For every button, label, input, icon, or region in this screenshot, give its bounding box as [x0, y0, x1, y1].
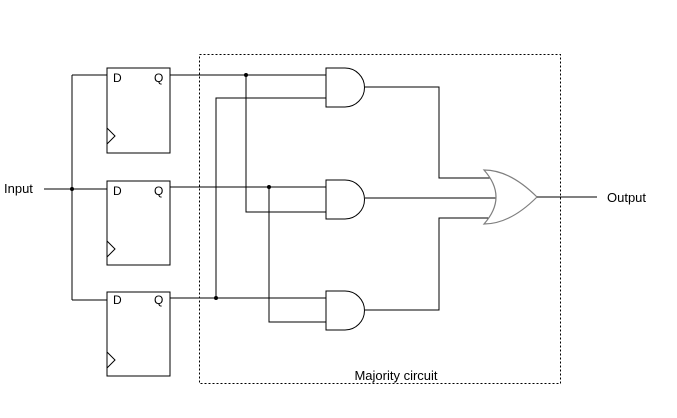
input-label: Input: [4, 181, 33, 196]
output-label: Output: [607, 190, 646, 205]
flip-flop-1: D Q: [106, 67, 171, 154]
majority-circuit-boundary: [199, 54, 561, 384]
q2-to-and3-wire: [268, 187, 326, 323]
q2-junction: [267, 185, 271, 189]
and-gate-1: [325, 67, 365, 108]
flip-flop-3-clock-icon: [106, 351, 116, 369]
flip-flop-3-d-label: D: [113, 293, 122, 307]
q3-to-and1-wire: [215, 97, 326, 298]
flip-flop-1-d-label: D: [113, 71, 122, 85]
and3-to-or-wire: [365, 217, 493, 311]
flip-flop-2-q-label: Q: [154, 184, 163, 198]
flip-flop-1-clock-icon: [106, 127, 116, 145]
and-gate-3: [325, 290, 365, 331]
input-junction: [70, 187, 74, 191]
q1-junction: [244, 73, 248, 77]
q1-to-and2-wire: [245, 75, 326, 213]
and1-to-or-wire: [365, 86, 493, 179]
flip-flop-1-body: [106, 67, 171, 154]
flip-flop-3: D Q: [106, 291, 171, 377]
majority-circuit-label: Majority circuit: [354, 368, 437, 383]
flip-flop-1-q-label: Q: [154, 71, 163, 85]
or-gate: [482, 169, 538, 225]
flip-flop-2: D Q: [106, 180, 171, 266]
flip-flop-2-body: [106, 180, 171, 266]
flip-flop-3-body: [106, 291, 171, 377]
flip-flop-2-d-label: D: [113, 184, 122, 198]
q3-junction: [214, 296, 218, 300]
flip-flop-2-clock-icon: [106, 240, 116, 258]
flip-flop-3-q-label: Q: [154, 293, 163, 307]
and-gate-2: [325, 179, 365, 220]
